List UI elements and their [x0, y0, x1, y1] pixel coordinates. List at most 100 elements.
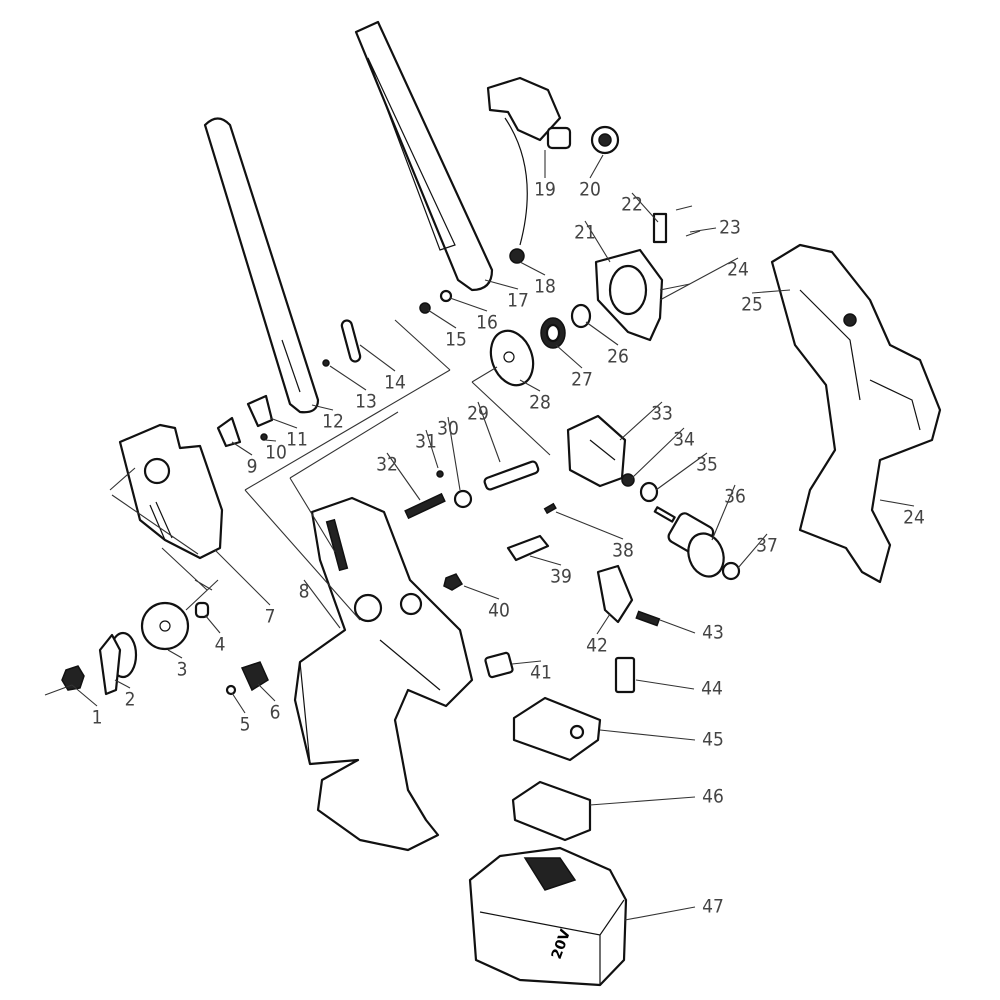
- part-number-label: 42: [586, 635, 608, 657]
- washer-5: [225, 684, 237, 696]
- sprocket-6: [240, 661, 269, 692]
- spring-18: [509, 248, 525, 264]
- part-number-label: 6: [270, 702, 281, 724]
- leader-line: [303, 579, 341, 629]
- part-number-label: 47: [702, 896, 724, 918]
- part-number-label: 36: [724, 486, 746, 508]
- right-housing-half-25: [770, 243, 942, 584]
- part-number-label: 15: [445, 329, 467, 351]
- washer-30: [453, 489, 473, 509]
- leader-line: [555, 511, 624, 540]
- leader-line: [689, 227, 717, 233]
- battery-pack-47: 20V: [468, 846, 628, 987]
- leader-line: [519, 261, 546, 276]
- part-number-label: 30: [437, 418, 459, 440]
- leader-line: [619, 401, 663, 441]
- part-number-label: 9: [247, 456, 258, 478]
- leader-lines: [44, 150, 915, 921]
- part-number-label: 3: [177, 659, 188, 681]
- part-number-label: 28: [529, 392, 551, 414]
- part-number-label: 10: [265, 442, 287, 464]
- bearing-35: [639, 481, 659, 503]
- leader-line: [463, 585, 500, 600]
- leader-line: [655, 452, 708, 491]
- screw-10: [260, 433, 268, 441]
- leader-line: [44, 684, 98, 707]
- part-number-label: 43: [702, 622, 724, 644]
- part-number-label: 13: [355, 391, 377, 413]
- leader-line: [329, 365, 367, 391]
- leader-line: [659, 257, 739, 301]
- bearing-27: [540, 317, 566, 349]
- leader-line: [449, 297, 488, 312]
- leader-line: [631, 192, 659, 223]
- nut-40: [443, 573, 464, 591]
- leader-line: [359, 344, 396, 372]
- sprocket-cover-7: [118, 423, 224, 560]
- leader-line: [711, 484, 736, 541]
- part-number-label: 24: [903, 507, 925, 529]
- part-number-label: 27: [571, 369, 593, 391]
- leader-line: [589, 796, 696, 806]
- part-number-label: 7: [265, 606, 276, 628]
- part-number-label: 41: [530, 662, 552, 684]
- leader-line: [589, 154, 604, 179]
- part-number-label: 38: [612, 540, 634, 562]
- part-number-label: 4: [215, 634, 226, 656]
- trigger-42: [596, 564, 634, 624]
- tensioner-11: [246, 394, 274, 428]
- part-number-label: 11: [286, 429, 308, 451]
- leader-line: [114, 679, 131, 689]
- part-number-label: 45: [702, 729, 724, 751]
- part-number-label: 17: [507, 290, 529, 312]
- part-number-label: 35: [696, 454, 718, 476]
- screw-31: [436, 470, 444, 478]
- button-41: [484, 651, 514, 679]
- part-number-label: 2: [125, 689, 136, 711]
- bearing-34: [621, 473, 635, 487]
- gearbox-housing-21: [594, 205, 701, 342]
- motor-stator-33: [566, 414, 627, 488]
- bolt-32: [404, 492, 446, 520]
- leader-line: [231, 692, 246, 714]
- part-number-label: 24: [727, 259, 749, 281]
- leader-line: [624, 906, 696, 921]
- leader-line: [585, 321, 619, 346]
- leader-line: [631, 427, 685, 479]
- part-number-label: 19: [534, 179, 556, 201]
- assembly-guide-lines: [109, 467, 219, 611]
- leader-line: [519, 379, 541, 392]
- leader-line: [447, 416, 461, 491]
- guide-bar-left: [203, 117, 320, 414]
- oil-tank-cap: [486, 76, 620, 246]
- part-number-label: 26: [607, 346, 629, 368]
- part-number-label: 34: [673, 429, 695, 451]
- leader-line: [264, 439, 277, 442]
- part-number-label: 14: [384, 372, 406, 394]
- washer-16: [439, 289, 453, 303]
- gear-28: [489, 329, 535, 387]
- leader-line: [269, 417, 298, 429]
- part-number-label: 20: [579, 179, 601, 201]
- assembly-guide-lines-2: [244, 319, 451, 621]
- leader-line: [529, 555, 562, 566]
- plate-39: [506, 534, 550, 562]
- leader-line: [477, 401, 501, 463]
- part-number-label: 33: [651, 403, 673, 425]
- leader-line: [231, 441, 253, 456]
- shaft-29: [483, 460, 540, 491]
- guide-bar-right: [354, 20, 494, 292]
- leader-line: [555, 344, 583, 369]
- part-number-label: 32: [376, 454, 398, 476]
- switch-44: [614, 656, 636, 694]
- knob-2: [98, 631, 138, 696]
- rotor-36: [653, 506, 725, 578]
- nut-1: [61, 665, 85, 691]
- leader-line: [511, 660, 542, 665]
- screw-13: [322, 359, 330, 367]
- leader-line: [596, 613, 611, 635]
- part-number-label: 18: [534, 276, 556, 298]
